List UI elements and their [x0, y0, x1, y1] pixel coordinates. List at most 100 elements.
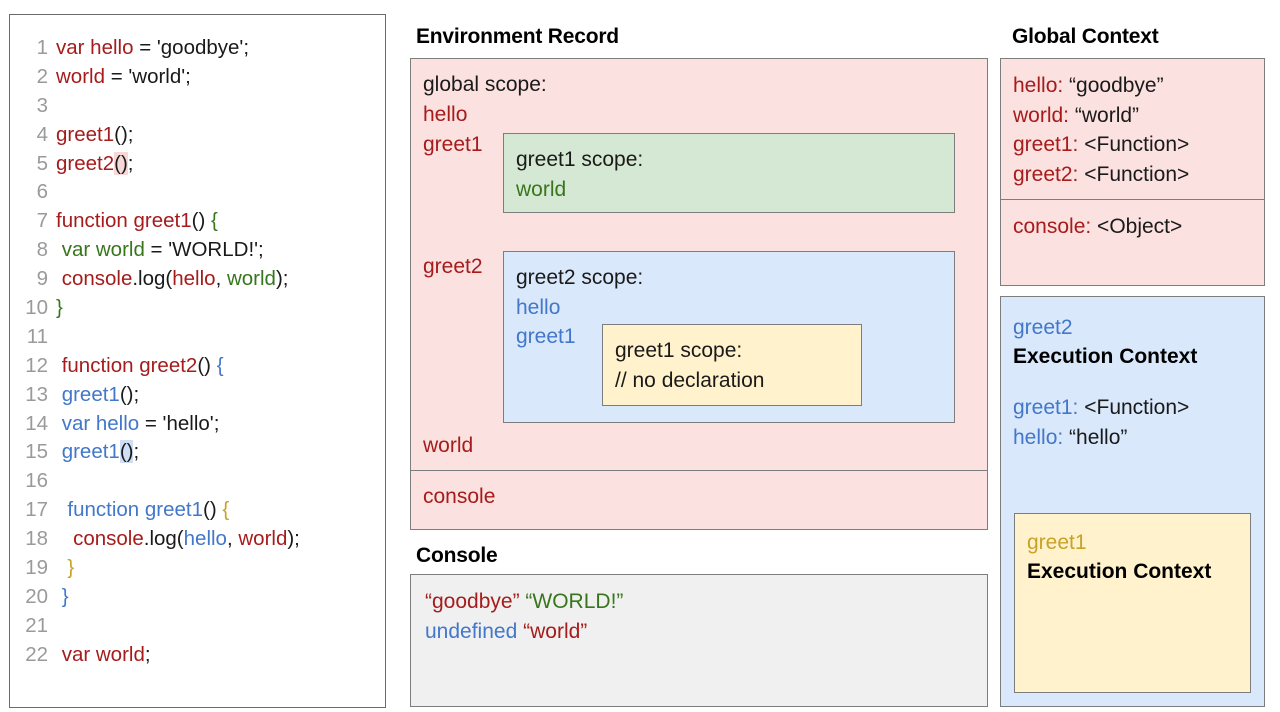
- greet2-ec-variable-row: greet1: <Function>: [1013, 393, 1264, 423]
- global-context-objects: console: <Object>: [1001, 200, 1264, 242]
- code-token: greet2: [56, 151, 115, 175]
- greet2-scope-box: greet2 scope: hello greet1 greet1 scope:…: [503, 251, 955, 423]
- code-token: (): [119, 440, 134, 464]
- kv-key: hello:: [1013, 425, 1064, 449]
- code-line-text: greet1();: [56, 121, 134, 150]
- line-number: 6: [36, 180, 48, 204]
- code-token: ();: [114, 122, 134, 146]
- line-number: 22: [25, 642, 48, 666]
- code-token: ();: [119, 382, 140, 406]
- greet1-inner-scope-comment: // no declaration: [615, 368, 765, 392]
- code-token: }: [56, 296, 63, 320]
- code-line: 13 greet1();: [10, 381, 385, 410]
- code-line-text: console.log(hello, world);: [56, 525, 300, 554]
- line-number: 12: [25, 353, 48, 377]
- code-token: function greet1: [56, 209, 192, 233]
- kv-key: console:: [1013, 215, 1092, 238]
- greet2-ec-variable-row: hello: “hello”: [1013, 423, 1264, 453]
- line-number: 19: [25, 556, 48, 580]
- code-token: function greet1: [56, 498, 204, 522]
- code-token: var hello: [56, 36, 134, 59]
- code-line: 15 greet1();: [10, 438, 385, 467]
- line-number: 18: [25, 527, 48, 551]
- code-line: 18 console.log(hello, world);: [10, 525, 385, 554]
- line-number: 20: [25, 584, 48, 608]
- code-line: 7 function greet1() {: [10, 207, 385, 236]
- greet2-ec-variables: greet1: <Function>hello: “hello”: [1013, 393, 1264, 452]
- kv-value: <Object>: [1091, 215, 1183, 238]
- code-line-text: world = 'world';: [56, 63, 191, 92]
- code-token: );: [287, 527, 300, 551]
- kv-key: world:: [1013, 103, 1070, 127]
- code-token: }: [56, 584, 69, 608]
- code-line-text: function greet1() {: [56, 207, 218, 236]
- code-token: ;: [133, 440, 140, 464]
- kv-key: greet1:: [1013, 396, 1079, 419]
- code-token: ;: [127, 151, 134, 175]
- code-line-text: function greet2() {: [56, 352, 224, 381]
- line-number: 7: [36, 209, 48, 233]
- greet1-ec-title: Execution Context: [1027, 560, 1212, 583]
- code-line-text: greet2();: [56, 150, 134, 179]
- code-line: 10}: [10, 294, 385, 323]
- kv-value: <Function>: [1078, 162, 1190, 186]
- code-token: var world: [56, 238, 145, 262]
- code-token: greet1: [56, 382, 120, 406]
- global-scope-region: global scope: hello greet1 greet2 world …: [411, 59, 987, 471]
- env-entry-hello: hello: [423, 103, 468, 126]
- kv-value: “world”: [1069, 103, 1140, 127]
- code-token: .log(: [132, 267, 173, 291]
- code-line-text: }: [56, 583, 69, 612]
- greet2-scope-entry-greet1: greet1: [516, 325, 576, 348]
- line-number: 15: [25, 440, 48, 464]
- code-token: .log(: [143, 527, 184, 551]
- global-context-variable-row: world: “world”: [1013, 101, 1264, 131]
- greet1-inner-scope-box: greet1 scope: // no declaration: [602, 324, 862, 406]
- code-token: “world”: [523, 619, 588, 643]
- code-line: 5 greet2();: [10, 150, 385, 179]
- greet2-execution-context-panel: greet2 Execution Context greet1: <Functi…: [1000, 296, 1265, 707]
- greet1-scope-box: greet1 scope: world: [503, 133, 955, 213]
- line-number: 5: [36, 151, 48, 175]
- code-token: (): [191, 209, 211, 233]
- greet2-ec-title: Execution Context: [1013, 345, 1198, 368]
- code-token: {: [222, 498, 230, 522]
- code-token: hello: [172, 267, 216, 291]
- code-line: 9 console.log(hello, world);: [10, 265, 385, 294]
- line-number: 10: [25, 296, 48, 320]
- code-token: (): [203, 498, 223, 522]
- kv-key: greet2:: [1013, 162, 1079, 186]
- line-number: 21: [25, 613, 48, 637]
- env-entry-world: world: [423, 434, 474, 457]
- env-console-region: console: [411, 470, 987, 529]
- line-number: 9: [36, 267, 48, 291]
- kv-value: <Function>: [1078, 396, 1190, 419]
- code-token: = 'world';: [105, 64, 191, 88]
- greet1-scope-entry-world: world: [516, 177, 567, 201]
- kv-value: “hello”: [1063, 425, 1128, 449]
- code-token: greet1: [56, 440, 120, 464]
- console-line: “goodbye” “WORLD!”: [425, 587, 987, 617]
- console-line: undefined “world”: [425, 617, 987, 647]
- line-number: 3: [36, 93, 48, 117]
- code-line-text: var hello = 'hello';: [56, 410, 220, 439]
- code-token: = 'goodbye';: [133, 36, 250, 59]
- code-token: greet1: [56, 122, 115, 146]
- code-token: “goodbye”: [425, 590, 520, 613]
- code-token: undefined: [425, 619, 518, 643]
- env-entry-greet1: greet1: [423, 133, 483, 156]
- kv-value: “goodbye”: [1063, 74, 1164, 97]
- code-token: = 'hello';: [139, 411, 220, 435]
- global-context-variable-row: greet2: <Function>: [1013, 160, 1264, 190]
- code-line-text: greet1();: [56, 381, 140, 410]
- code-line-text: }: [56, 554, 74, 583]
- line-number: 8: [36, 238, 48, 262]
- greet1-execution-context-panel: greet1 Execution Context: [1014, 513, 1251, 693]
- code-token: function greet2: [56, 353, 198, 377]
- greet2-scope-title: greet2 scope:: [516, 266, 644, 289]
- line-number: 13: [25, 382, 48, 406]
- code-token: world: [238, 527, 288, 551]
- code-line: 16: [10, 467, 385, 496]
- code-token: }: [56, 556, 75, 580]
